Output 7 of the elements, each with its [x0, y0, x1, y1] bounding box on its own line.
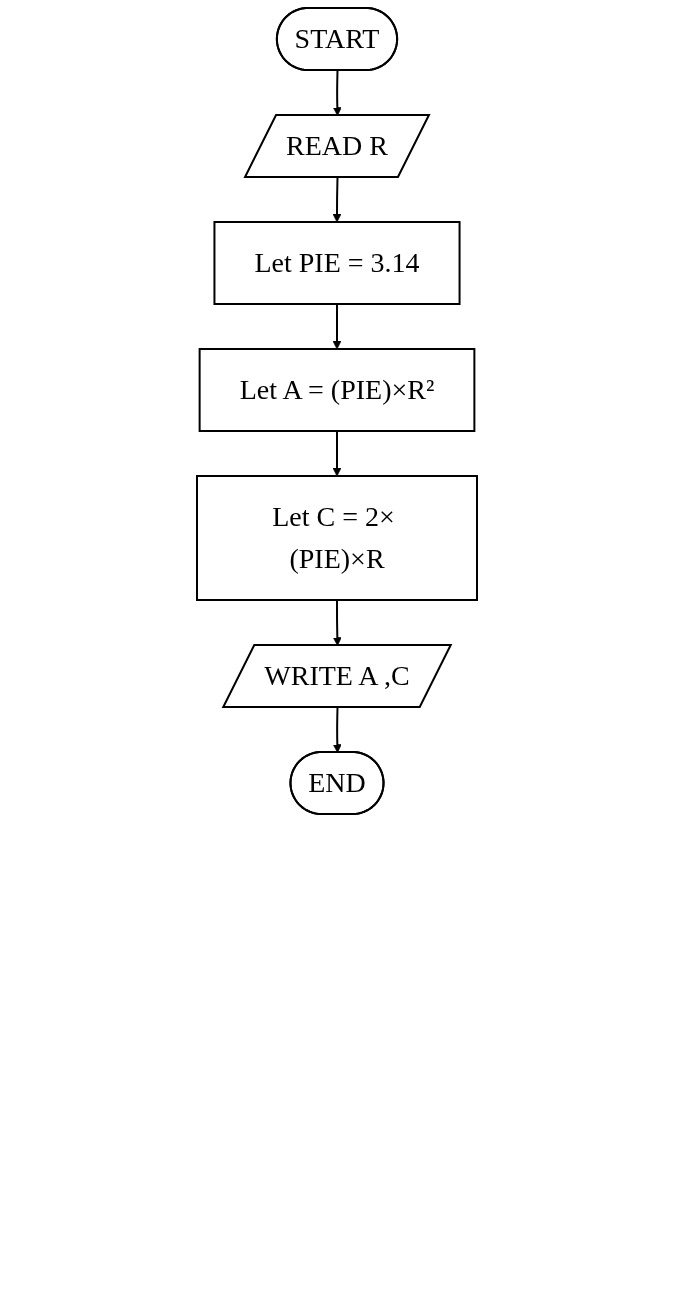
arrow — [332, 599, 342, 646]
node-box: Let A = (PIE)×R² — [198, 348, 476, 432]
arrow — [332, 69, 342, 116]
arrow — [332, 430, 342, 477]
node-box: Let C = 2× (PIE)×R — [196, 475, 478, 601]
node-box: Let PIE = 3.14 — [213, 221, 461, 305]
arrow — [332, 303, 342, 350]
